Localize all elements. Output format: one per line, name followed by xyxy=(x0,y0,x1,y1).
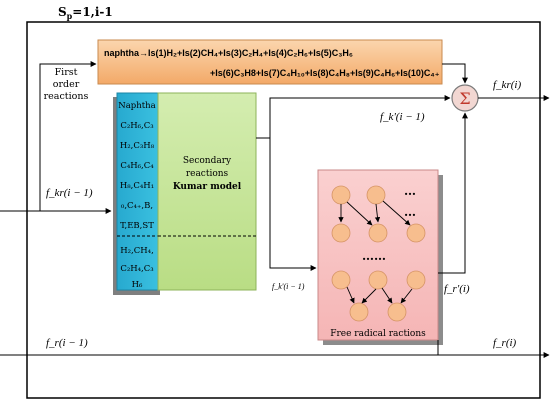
free-radical-label: Free radical ractions xyxy=(330,329,426,339)
label-f-kp-prev-small: f_k'(i − 1) xyxy=(272,282,305,291)
species-list-top: Naphtha C₂H₆,C₃ H₂,C₃H₈ C₄H₆,C₄ H₈,C₄H₁ … xyxy=(118,101,155,231)
radical-network xyxy=(331,185,426,322)
secondary-reaction-box xyxy=(157,92,257,291)
frame-title: Sp=1,i-1 xyxy=(58,5,113,21)
label-f-kr-prev: f_kr(i − 1) xyxy=(46,187,93,199)
svg-text:H₈,C₄H₁: H₈,C₄H₁ xyxy=(120,181,154,191)
ellipsis-right: … xyxy=(404,205,416,219)
svg-text:C₂H₄,C₃: C₂H₄,C₃ xyxy=(120,264,153,274)
species-list-bottom: H₂,CH₄, C₂H₄,C₃ H₆ xyxy=(120,246,154,290)
label-f-r-out: f_r(i) xyxy=(493,337,517,349)
secondary-reaction-label: Secondary reactions Kumar model xyxy=(173,156,242,192)
radical-node xyxy=(387,302,407,322)
radical-node xyxy=(366,185,386,205)
species-column xyxy=(116,92,159,291)
ellipsis-middle: …… xyxy=(362,249,386,263)
label-f-rp: f_r'(i) xyxy=(444,283,470,295)
summation-symbol: Σ xyxy=(459,89,470,108)
radical-node xyxy=(368,270,388,290)
svg-text:H₂,C₃H₈: H₂,C₃H₈ xyxy=(120,141,155,151)
label-f-r-prev: f_r(i − 1) xyxy=(46,337,88,349)
species-column-shadow xyxy=(113,97,119,295)
svg-text:T,EB,ST: T,EB,ST xyxy=(120,221,154,231)
flow-connectors xyxy=(0,61,550,358)
label-f-kp-prev: f_k'(i − 1) xyxy=(380,111,425,123)
species-column-shadow-bottom xyxy=(113,289,160,295)
svg-text:Naphtha: Naphtha xyxy=(118,101,155,111)
radical-node xyxy=(406,270,426,290)
svg-text:₀,C₄₊,B,: ₀,C₄₊,B, xyxy=(121,201,153,211)
primary-reaction-box xyxy=(97,39,443,85)
ellipsis-top-right: … xyxy=(404,184,416,198)
reaction-equation-line1: naphtha→Is(1)H₂+Is(2)CH₄+Is(3)C₂H₄+Is(4)… xyxy=(104,48,353,58)
radical-network-edges xyxy=(338,200,413,304)
radical-node xyxy=(406,223,426,243)
radical-node xyxy=(331,270,351,290)
outer-frame xyxy=(26,21,541,399)
radical-node xyxy=(368,223,388,243)
first-order-label: First order reactions xyxy=(44,67,89,102)
svg-text:reactions: reactions xyxy=(44,91,89,102)
svg-text:reactions: reactions xyxy=(186,169,229,179)
svg-text:First: First xyxy=(55,67,78,78)
label-f-kr-out: f_kr(i) xyxy=(493,79,521,91)
svg-text:C₄H₆,C₄: C₄H₆,C₄ xyxy=(120,161,154,171)
svg-text:order: order xyxy=(53,79,80,90)
radical-node xyxy=(331,185,351,205)
radical-node xyxy=(331,223,351,243)
svg-text:H₂,CH₄,: H₂,CH₄, xyxy=(120,246,154,256)
svg-text:H₆: H₆ xyxy=(132,280,143,290)
svg-text:C₂H₆,C₃: C₂H₆,C₃ xyxy=(120,121,153,131)
radical-node xyxy=(349,302,369,322)
svg-text:Secondary: Secondary xyxy=(183,156,232,166)
reaction-equation-line2: +Is(6)C₃H8+Is(7)C₄H₁₀+Is(8)C₄H₈+Is(9)C₄H… xyxy=(210,68,440,78)
svg-text:Kumar model: Kumar model xyxy=(173,182,242,192)
